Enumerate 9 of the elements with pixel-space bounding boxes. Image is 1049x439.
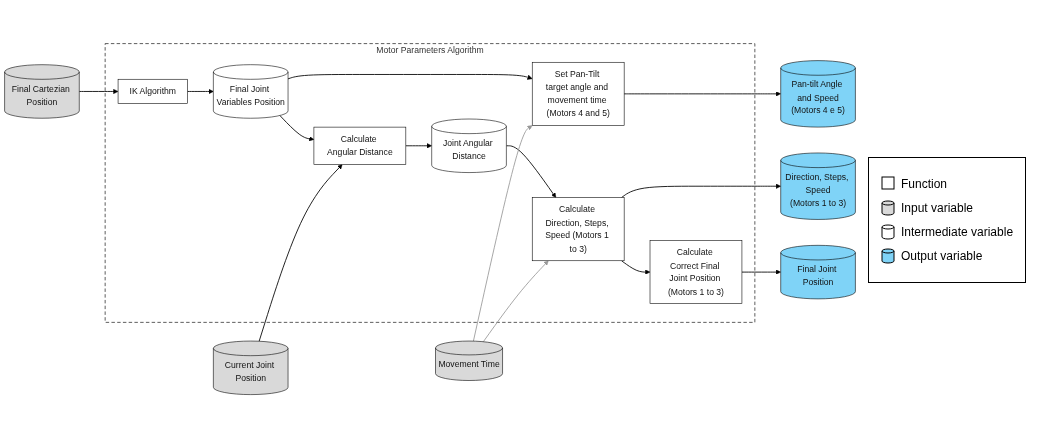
legend-label: Input variable [901,200,974,215]
node-box: Calculate Direction, Steps, Speed (Motors 1 to 3) [531,197,625,262]
node-box: Set Pan-Tilt target angle and movement time (Motors 4 and 5) [531,62,625,127]
node-box: Calculate Correct Final Joint Position (Motors 1 to 3) [649,240,743,305]
legend-label: Intermediate variable [901,224,1014,239]
node-box: Calculate Angular Distance [313,127,407,166]
node-box: IK Algorithm [117,79,188,105]
legend-label: Output variable [901,248,983,263]
legend-label: Function [901,176,948,191]
